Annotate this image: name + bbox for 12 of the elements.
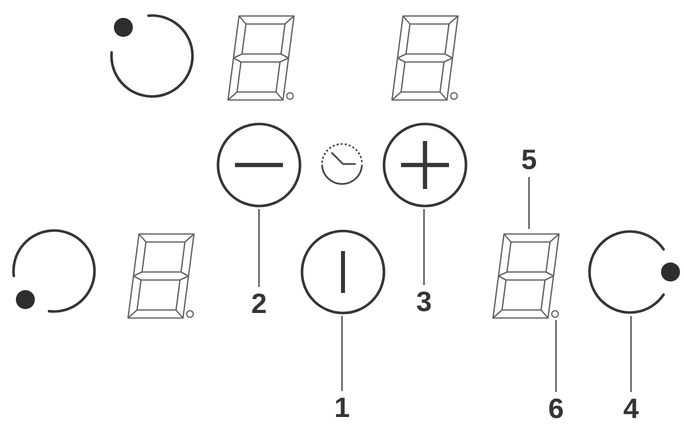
leader-line: [630, 316, 632, 392]
callout-number: 3: [416, 288, 432, 316]
leader-line: [555, 320, 557, 392]
callout-number: 5: [521, 146, 537, 174]
callout-number: 4: [623, 395, 639, 423]
leader-line: [423, 209, 425, 285]
leader-line: [258, 209, 260, 287]
leader-line: [528, 177, 530, 229]
leader-line: [341, 316, 343, 391]
callout-number: 2: [251, 290, 267, 318]
callout-number: 1: [334, 394, 350, 422]
callout-number: 6: [548, 395, 564, 423]
